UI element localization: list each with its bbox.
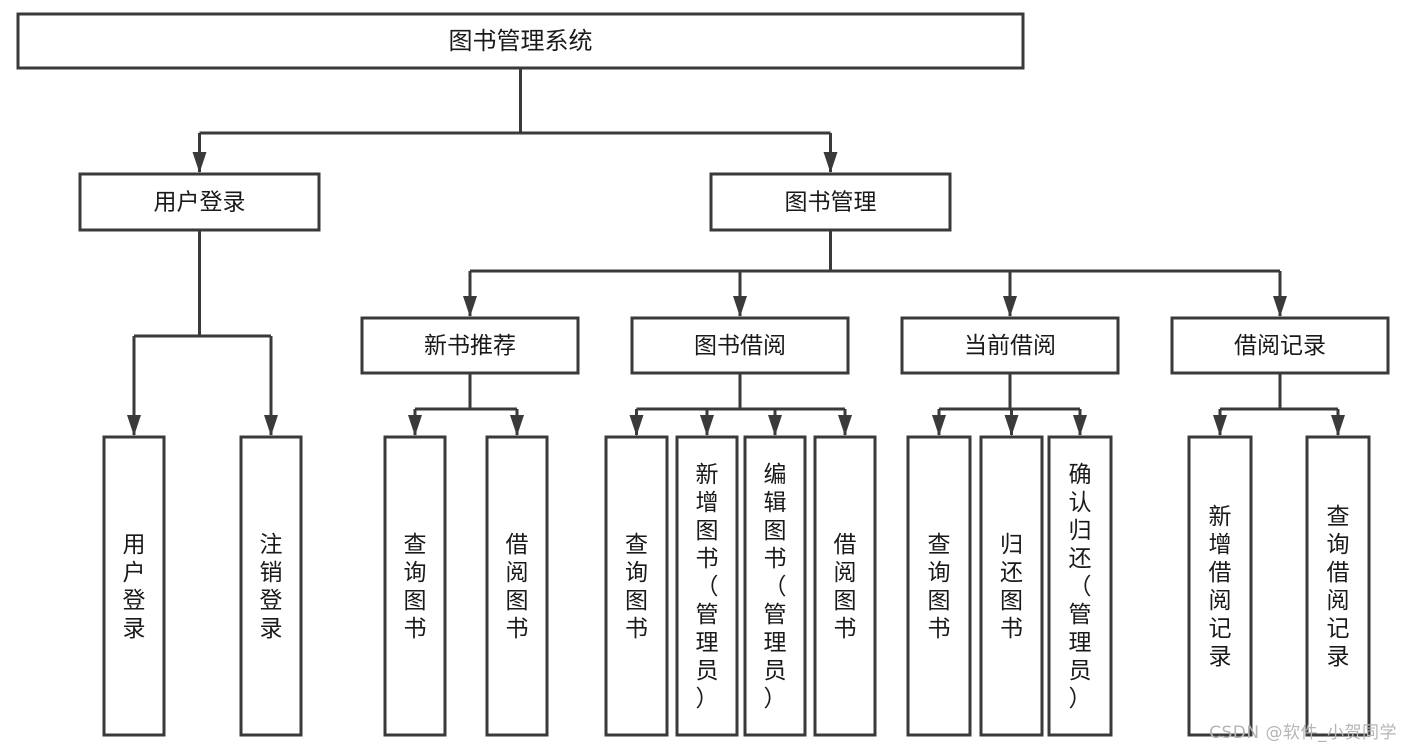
node-root-label: 图书管理系统 (449, 27, 593, 55)
node-leaf-return-book[interactable]: 归还图书 (979, 435, 1044, 737)
node-borrow-record-rect[interactable] (1170, 316, 1390, 375)
node-leaf-edit-book-rect[interactable] (743, 435, 807, 737)
arrow-head-icon (1004, 415, 1019, 436)
csdn-watermark: CSDN @软件_小贺同学 (1209, 723, 1397, 743)
node-leaf-edit-book-label: 编辑图书（管理员） (764, 462, 787, 712)
node-current-borrow-rect[interactable] (900, 316, 1120, 375)
node-leaf-query-book-1-label: 查询图书 (404, 532, 427, 642)
node-leaf-add-book-rect[interactable] (675, 435, 739, 737)
node-book-manage-label: 图书管理 (785, 190, 877, 216)
arrow-head-icon (700, 415, 714, 436)
node-leaf-edit-book[interactable]: 编辑图书（管理员） (743, 435, 807, 737)
node-leaf-confirm-return[interactable]: 确认归还（管理员） (1047, 435, 1113, 737)
node-current-borrow-label: 当前借阅 (964, 333, 1056, 359)
node-leaf-user-login[interactable]: 用户登录 (102, 435, 166, 737)
node-leaf-add-record-label: 新增借阅记录 (1209, 504, 1232, 670)
node-leaf-logout[interactable]: 注销登录 (239, 435, 303, 737)
node-current-borrow[interactable]: 当前借阅 (900, 316, 1120, 375)
node-leaf-borrow-book-1[interactable]: 借阅图书 (485, 435, 549, 737)
node-leaf-confirm-return-label: 确认归还（管理员） (1069, 462, 1092, 712)
node-leaf-query-record-rect[interactable] (1305, 435, 1371, 737)
node-leaf-query-book-2[interactable]: 查询图书 (604, 435, 669, 737)
arrow-head-icon (1003, 296, 1017, 317)
node-leaf-borrow-book-2-rect[interactable] (813, 435, 877, 737)
node-root-rect[interactable] (16, 12, 1025, 70)
node-leaf-borrow-book-2[interactable]: 借阅图书 (813, 435, 877, 737)
node-leaf-user-login-label: 用户登录 (123, 532, 146, 642)
node-leaf-borrow-book-1-rect[interactable] (485, 435, 549, 737)
arrow-head-icon (463, 296, 477, 317)
node-leaf-borrow-book-1-label: 借阅图书 (506, 532, 529, 642)
node-layer: 图书管理系统用户登录图书管理新书推荐图书借阅当前借阅借阅记录用户登录注销登录查询… (16, 12, 1390, 737)
node-leaf-user-login-rect[interactable] (102, 435, 166, 737)
node-leaf-return-book-label: 归还图书 (1000, 532, 1023, 642)
arrow-head-icon (510, 415, 524, 436)
node-book-manage-rect[interactable] (709, 172, 952, 232)
arrow-head-icon (1331, 415, 1345, 436)
arrow-head-icon (768, 415, 782, 436)
node-leaf-query-book-3-label: 查询图书 (928, 532, 951, 642)
arrow-head-icon (192, 152, 207, 173)
node-leaf-borrow-book-2-label: 借阅图书 (834, 532, 857, 642)
node-leaf-add-record-rect[interactable] (1187, 435, 1253, 737)
arrow-head-icon (127, 415, 141, 436)
node-leaf-query-book-3-rect[interactable] (906, 435, 972, 737)
node-leaf-query-book-1-rect[interactable] (383, 435, 447, 737)
node-leaf-query-record[interactable]: 查询借阅记录 (1305, 435, 1371, 737)
node-leaf-query-book-2-rect[interactable] (604, 435, 669, 737)
node-borrow-record-label: 借阅记录 (1234, 333, 1326, 359)
node-root[interactable]: 图书管理系统 (16, 12, 1025, 70)
arrow-head-icon (733, 296, 747, 317)
node-leaf-logout-label: 注销登录 (260, 532, 283, 642)
node-user-login-label: 用户登录 (154, 190, 246, 216)
node-leaf-add-book[interactable]: 新增图书（管理员） (675, 435, 739, 737)
node-leaf-query-record-label: 查询借阅记录 (1327, 504, 1350, 670)
node-leaf-query-book-3[interactable]: 查询图书 (906, 435, 972, 737)
node-borrow-record[interactable]: 借阅记录 (1170, 316, 1390, 375)
node-leaf-return-book-rect[interactable] (979, 435, 1044, 737)
node-book-borrow[interactable]: 图书借阅 (630, 316, 850, 375)
node-leaf-add-record[interactable]: 新增借阅记录 (1187, 435, 1253, 737)
node-leaf-query-book-2-label: 查询图书 (625, 532, 648, 642)
node-new-book-rec-rect[interactable] (360, 316, 580, 375)
node-new-book-rec[interactable]: 新书推荐 (360, 316, 580, 375)
node-leaf-confirm-return-rect[interactable] (1047, 435, 1113, 737)
node-book-manage[interactable]: 图书管理 (709, 172, 952, 232)
node-leaf-query-book-1[interactable]: 查询图书 (383, 435, 447, 737)
arrow-head-icon (264, 415, 278, 436)
arrow-head-icon (1273, 296, 1287, 317)
arrow-head-icon (408, 415, 422, 436)
arrow-head-icon (1073, 415, 1087, 436)
node-new-book-rec-label: 新书推荐 (424, 333, 516, 359)
arrow-head-icon (629, 415, 644, 436)
connector-layer (127, 68, 1345, 436)
arrow-head-icon (823, 152, 838, 173)
node-leaf-add-book-label: 新增图书（管理员） (696, 462, 719, 712)
arrow-head-icon (932, 415, 946, 436)
node-user-login-rect[interactable] (78, 172, 321, 232)
arrow-head-icon (838, 415, 852, 436)
node-book-borrow-rect[interactable] (630, 316, 850, 375)
node-book-borrow-label: 图书借阅 (694, 333, 786, 359)
arrow-head-icon (1213, 415, 1227, 436)
node-leaf-logout-rect[interactable] (239, 435, 303, 737)
node-user-login[interactable]: 用户登录 (78, 172, 321, 232)
